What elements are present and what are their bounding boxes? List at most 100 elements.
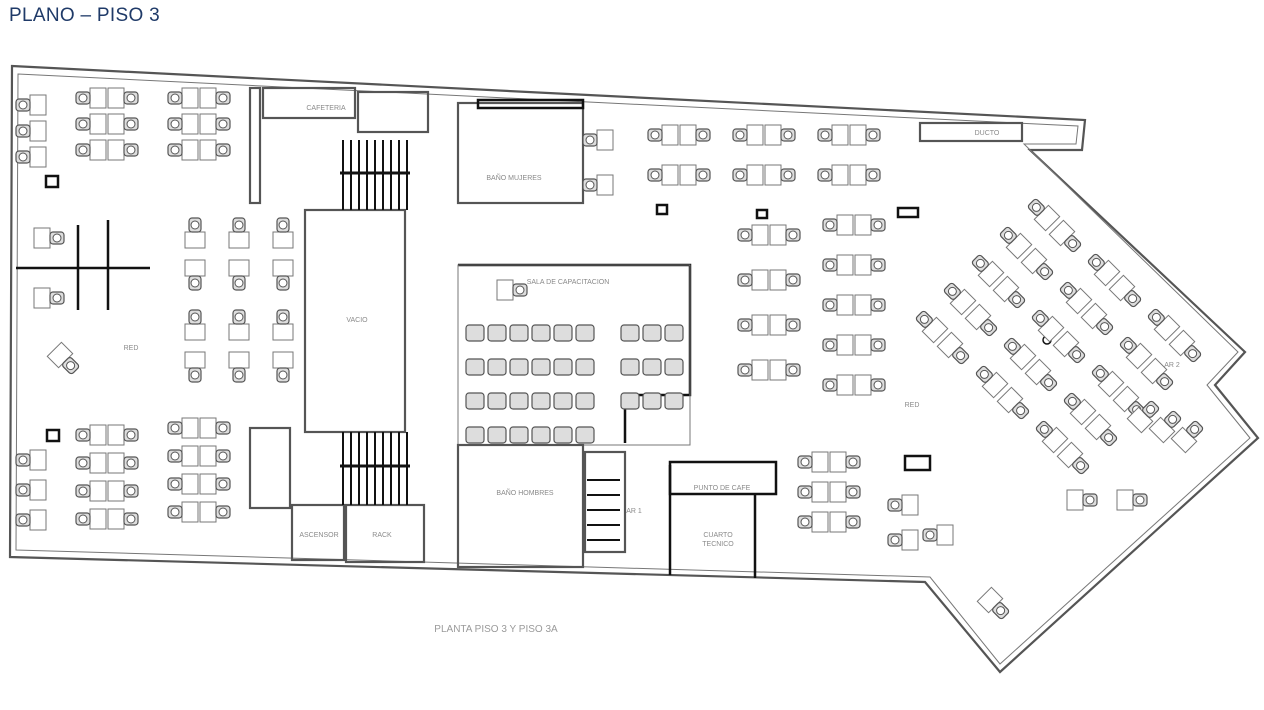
workstation <box>167 445 199 467</box>
workstation <box>999 226 1033 260</box>
training-seat <box>509 324 529 342</box>
training-seat <box>553 358 573 376</box>
training-seat <box>664 324 684 342</box>
room-label-ducto: DUCTO <box>975 130 1000 137</box>
workstation <box>829 481 861 503</box>
workstation <box>582 129 614 151</box>
training-seat <box>620 358 640 376</box>
workstation <box>822 254 854 276</box>
room-label-vacio: VACIO <box>346 317 368 324</box>
workstation <box>797 511 829 533</box>
workstation <box>75 508 107 530</box>
room-label-tecnico: TECNICO <box>702 541 734 548</box>
building-outline <box>8 64 1260 674</box>
training-seat <box>465 392 485 410</box>
workstation <box>797 451 829 473</box>
training-seat <box>553 426 573 444</box>
workstation <box>1059 281 1093 315</box>
training-seat <box>575 358 595 376</box>
workstation <box>272 351 294 383</box>
workstation <box>797 481 829 503</box>
workstation <box>817 124 849 146</box>
workstation <box>15 94 47 116</box>
workstation <box>107 113 139 135</box>
workstation <box>922 524 954 546</box>
workstation <box>167 113 199 135</box>
workstation <box>732 164 764 186</box>
workstation <box>167 139 199 161</box>
workstation <box>1170 420 1204 454</box>
workstation <box>737 359 769 381</box>
training-seat <box>664 392 684 410</box>
training-seat <box>642 358 662 376</box>
workstation <box>764 124 796 146</box>
room-label-bano-mujeres: BAÑO MUJERES <box>486 173 542 182</box>
workstation <box>199 501 231 523</box>
training-seat <box>465 426 485 444</box>
workstation <box>1052 330 1086 364</box>
workstation <box>1020 247 1054 281</box>
workstation <box>822 334 854 356</box>
workstation <box>184 309 206 341</box>
workstation <box>184 351 206 383</box>
workstation <box>107 452 139 474</box>
training-seat <box>509 426 529 444</box>
workstation <box>107 480 139 502</box>
page-title: PLANO – PISO 3 <box>9 5 160 26</box>
workstation <box>976 586 1010 620</box>
workstation <box>769 224 801 246</box>
workstation <box>647 164 679 186</box>
workstation <box>647 124 679 146</box>
workstation <box>849 164 881 186</box>
workstation <box>1116 489 1148 511</box>
room-label-rack: RACK <box>372 532 392 539</box>
workstation <box>582 174 614 196</box>
workstation <box>1003 337 1037 371</box>
training-seat <box>487 324 507 342</box>
workstation <box>737 269 769 291</box>
workstations <box>15 87 1204 620</box>
workstation <box>15 449 47 471</box>
workstation <box>1063 392 1097 426</box>
workstation <box>975 365 1009 399</box>
workstation <box>1108 274 1142 308</box>
training-seat <box>575 324 595 342</box>
workstation <box>228 259 250 291</box>
training-seat <box>642 324 662 342</box>
workstation <box>107 424 139 446</box>
workstation <box>822 214 854 236</box>
training-seat <box>531 426 551 444</box>
room-label-ar1: AR 1 <box>626 508 642 515</box>
training-seat <box>465 324 485 342</box>
workstation <box>184 259 206 291</box>
workstation <box>199 445 231 467</box>
workstation <box>75 480 107 502</box>
room-label-red-west: RED <box>124 345 139 352</box>
workstation <box>15 120 47 142</box>
training-seat <box>575 426 595 444</box>
workstation <box>854 254 886 276</box>
workstation <box>1031 309 1065 343</box>
workstation <box>33 287 65 309</box>
workstation <box>199 473 231 495</box>
training-seat <box>487 426 507 444</box>
training-seat <box>509 392 529 410</box>
workstation <box>764 164 796 186</box>
workstation <box>936 331 970 365</box>
workstation <box>1027 198 1061 232</box>
workstation <box>107 508 139 530</box>
workstation <box>732 124 764 146</box>
workstation <box>887 529 919 551</box>
workstation <box>496 279 528 301</box>
workstation <box>75 139 107 161</box>
workstation <box>822 374 854 396</box>
rooms <box>16 86 1052 578</box>
training-seat <box>487 392 507 410</box>
workstation <box>228 217 250 249</box>
workstation <box>964 303 998 337</box>
workstation <box>737 224 769 246</box>
workstation <box>1168 329 1202 363</box>
workstation <box>1066 489 1098 511</box>
workstation <box>1148 410 1182 444</box>
